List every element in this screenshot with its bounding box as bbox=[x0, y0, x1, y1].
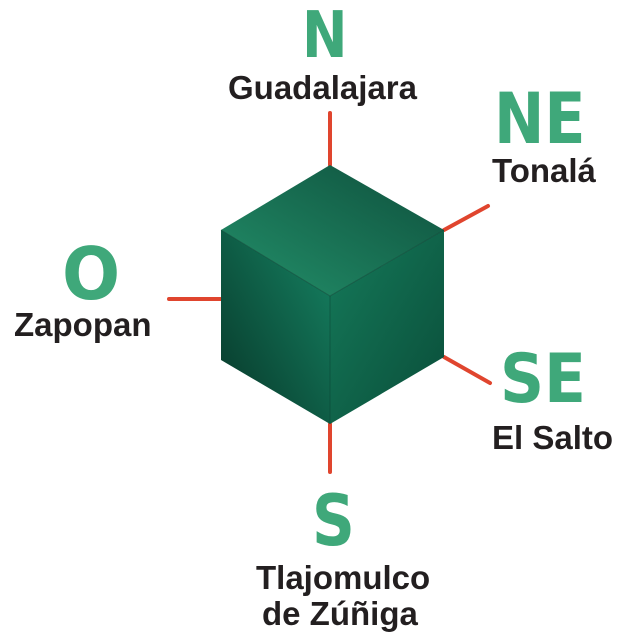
code-northeast: NE bbox=[494, 78, 586, 160]
city-zapopan: Zapopan bbox=[14, 306, 152, 343]
city-el-salto: El Salto bbox=[492, 419, 614, 456]
city-tonala: Tonalá bbox=[492, 152, 596, 189]
code-north: N bbox=[302, 0, 348, 73]
cube-top-face bbox=[221, 165, 444, 296]
spoke-northeast bbox=[442, 204, 490, 232]
code-southeast: SE bbox=[500, 340, 586, 419]
cube-right-face bbox=[330, 230, 444, 424]
code-west: O bbox=[62, 232, 121, 316]
cube-left-face bbox=[221, 230, 330, 424]
city-guadalajara: Guadalajara bbox=[228, 69, 417, 106]
city-tlajomulco-line2: de Zúñiga bbox=[262, 595, 418, 632]
code-south: S bbox=[312, 480, 355, 562]
city-tlajomulco-line1: Tlajomulco bbox=[256, 559, 431, 596]
spoke-southeast bbox=[442, 355, 492, 385]
